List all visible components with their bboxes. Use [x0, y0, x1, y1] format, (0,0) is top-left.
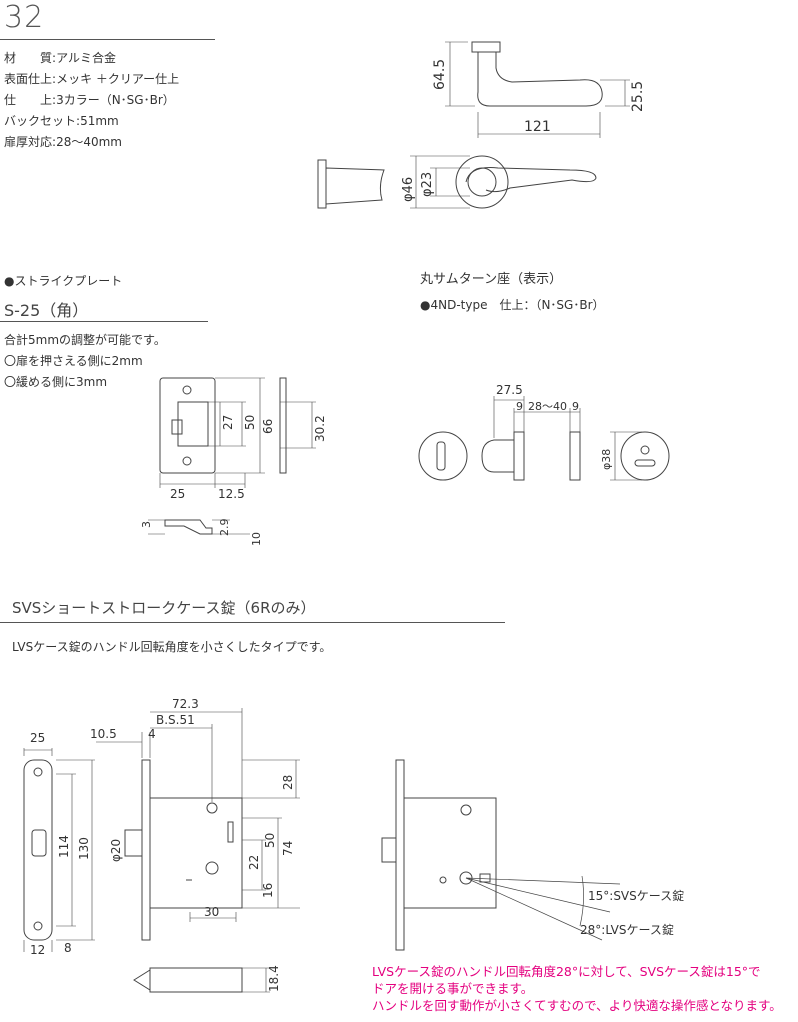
dim-50: 50 — [243, 415, 257, 430]
dim-10-5: 10.5 — [90, 727, 117, 741]
dim-27: 27 — [221, 415, 235, 430]
dim-18-4: 18.4 — [267, 965, 281, 992]
dim-28: 28 — [281, 775, 295, 790]
thumbturn-type: ●4ND-type 仕上：（N･SG･Br） — [420, 298, 605, 312]
dim-74: 74 — [281, 841, 295, 856]
svs-angle-label: 15°:SVSケース錠 — [588, 888, 684, 903]
svs-note: LVSケース錠のハンドル回転角度28°に対して、SVSケース錠は15°で — [372, 964, 761, 979]
title-rule — [0, 39, 215, 40]
strike-rule — [0, 321, 208, 322]
rotation-angle-drawing: 15°:SVSケース錠 28°:LVSケース錠 — [381, 759, 684, 951]
dim-27-5: 27.5 — [496, 383, 523, 397]
thumbturn-section-label: 丸サムターン座（表示） — [420, 272, 563, 287]
dim-121: 121 — [524, 119, 551, 135]
dim-130: 130 — [77, 837, 91, 860]
dim-12-5: 12.5 — [218, 487, 245, 501]
dim-2-9: 2.9 — [218, 519, 231, 537]
dim-50: 50 — [263, 833, 277, 848]
dim-114: 114 — [57, 835, 71, 858]
strike-note: 〇緩める側に3mm — [4, 375, 108, 389]
dim-25-5: 25.5 — [630, 81, 646, 112]
dim-3: 3 — [140, 521, 153, 528]
dim-64-5: 64.5 — [432, 59, 448, 90]
svs-rule — [0, 622, 505, 623]
dim-30: 30 — [204, 905, 219, 919]
dim-72-3: 72.3 — [172, 697, 199, 711]
dim-9b: 9 — [572, 400, 579, 413]
dim-8: 8 — [64, 941, 72, 955]
strike-section-label: ●ストライクプレート — [4, 274, 123, 288]
page-number: 32 — [4, 0, 45, 35]
spec-list: 材 質:アルミ合金 表面仕上:メッキ ＋クリアー仕上 仕 上:3カラー（N･SG… — [4, 48, 179, 153]
spec-material: 材 質:アルミ合金 — [4, 51, 116, 65]
dim-25: 25 — [170, 487, 185, 501]
spec-door-thickness: 扉厚対応:28〜40mm — [4, 135, 122, 149]
dim-phi20: φ20 — [109, 839, 123, 862]
thumbturn-drawing: 27.5 9 28〜40 9 φ38 — [418, 383, 670, 481]
dim-phi46: φ46 — [401, 177, 416, 202]
svs-description: LVSケース錠のハンドル回転角度を小さくしたタイプです。 — [12, 640, 332, 654]
dim-phi38: φ38 — [600, 449, 613, 470]
strike-note: 合計5mmの調整が可能です。 — [4, 333, 166, 347]
spec-surface: 表面仕上:メッキ ＋クリアー仕上 — [4, 72, 180, 86]
case-lock-drawing: 25 10.5 4 72.3 B.S.51 28 114 130 φ20 50 … — [23, 697, 300, 993]
dim-4: 4 — [148, 727, 156, 741]
lvs-angle-label: 28°:LVSケース錠 — [580, 922, 674, 937]
svs-notes: LVSケース錠のハンドル回転角度28°に対して、SVSケース錠は15°で ドアを… — [372, 963, 782, 1014]
strike-notes: 合計5mmの調整が可能です。 〇扉を押さえる側に2mm 〇緩める側に3mm — [4, 330, 166, 393]
strike-plate-drawing: 27 50 66 30.2 25 12.5 3 2.9 10 — [140, 377, 327, 546]
dim-bs51: B.S.51 — [156, 713, 195, 727]
dim-25: 25 — [30, 731, 45, 745]
dim-12: 12 — [30, 943, 45, 957]
dim-10: 10 — [250, 532, 263, 546]
svs-note: ドアを開ける事ができます。 — [372, 981, 534, 996]
dim-30-2: 30.2 — [313, 415, 327, 442]
spec-finish: 仕 上:3カラー（N･SG･Br） — [4, 93, 175, 107]
spec-backset: バックセット:51mm — [4, 114, 119, 128]
handle-drawing: 64.5 25.5 121 φ46 φ23 — [317, 41, 646, 209]
dim-phi23: φ23 — [420, 172, 435, 197]
dim-22: 22 — [247, 855, 261, 870]
svs-title: SVSショートストロークケース錠（6Rのみ） — [12, 599, 316, 617]
strike-note: 〇扉を押さえる側に2mm — [4, 354, 143, 368]
dim-9a: 9 — [516, 400, 523, 413]
strike-model: S-25（角） — [4, 301, 89, 320]
dim-16: 16 — [261, 883, 275, 898]
dim-28-40: 28〜40 — [528, 400, 567, 413]
svs-note: ハンドルを回す動作が小さくてすむので、より快適な操作感となります。 — [372, 998, 782, 1013]
dim-66: 66 — [261, 419, 275, 434]
